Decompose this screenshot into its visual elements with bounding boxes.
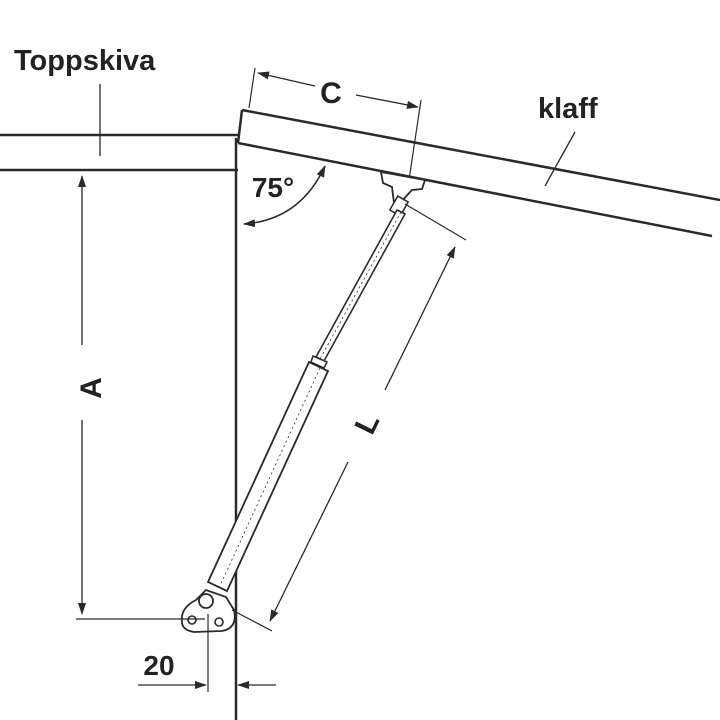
- dimension-c-label: C: [320, 77, 342, 110]
- lower-mounting-bracket: [180, 588, 236, 633]
- top-panel-label: Toppskiva: [14, 45, 156, 77]
- dimension-a: [76, 175, 205, 620]
- gas-spring: [206, 208, 407, 593]
- dimension-l: [231, 203, 467, 632]
- flap-leader: [544, 131, 576, 187]
- dimension-offset: [138, 614, 276, 692]
- dimension-offset-label: 20: [143, 650, 174, 681]
- angle-label: 75°: [252, 172, 294, 203]
- flap-panel: [236, 108, 720, 238]
- flap-label: klaff: [538, 93, 598, 125]
- angle-arc: [243, 165, 326, 228]
- dimension-c: [248, 67, 422, 181]
- upper-mounting-bracket: [379, 170, 427, 217]
- dimension-a-label: A: [75, 377, 108, 399]
- dimension-l-label: L: [349, 408, 387, 439]
- top-panel: [0, 133, 238, 172]
